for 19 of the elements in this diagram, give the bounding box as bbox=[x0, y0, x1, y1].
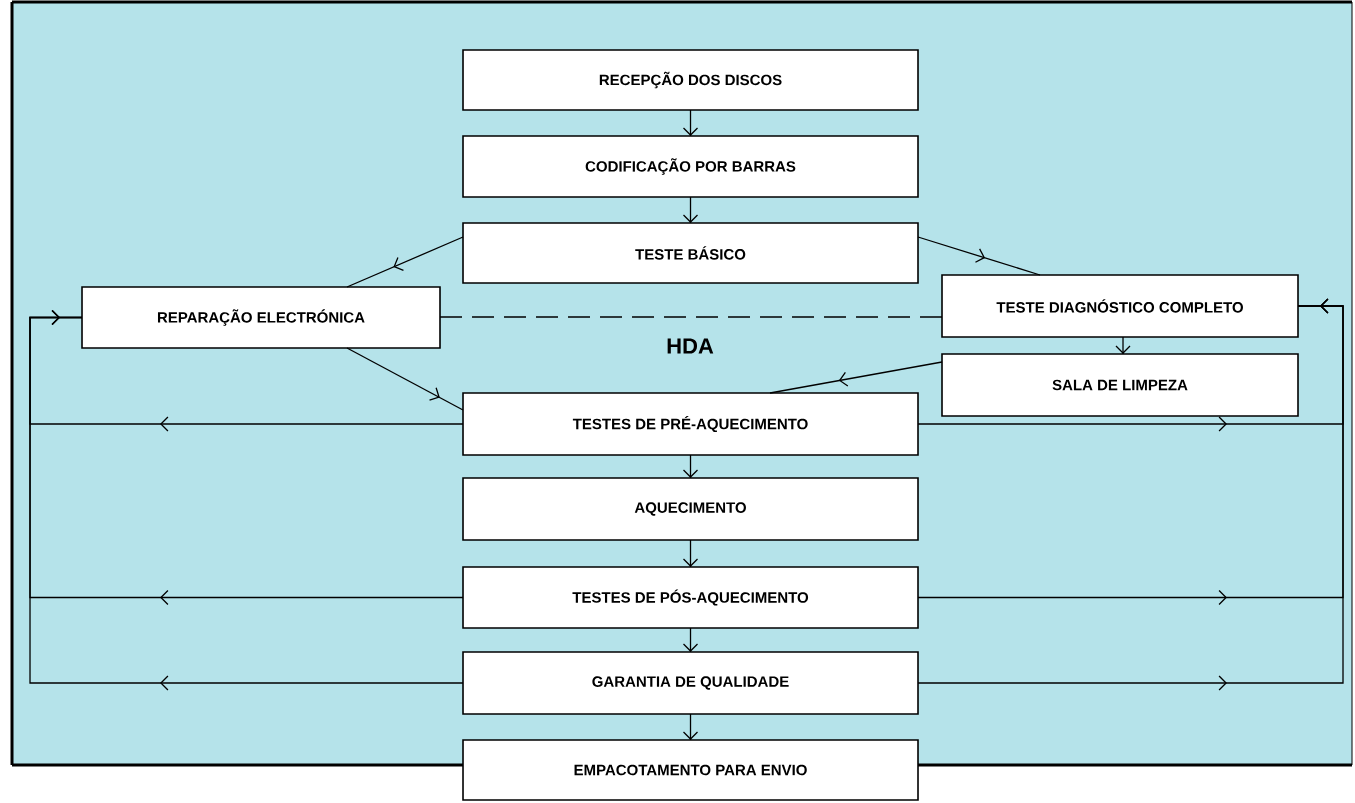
process-box: CODIFICAÇÃO POR BARRAS bbox=[462, 135, 919, 198]
process-box: TESTES DE PRÉ-AQUECIMENTO bbox=[462, 392, 919, 456]
arrow bbox=[682, 454, 699, 479]
process-box: SALA DE LIMPEZA bbox=[941, 353, 1299, 417]
process-box: TESTES DE PÓS-AQUECIMENTO bbox=[462, 566, 919, 629]
process-box: TESTE BÁSICO bbox=[462, 222, 919, 284]
arrow bbox=[682, 539, 699, 568]
diagram-label: HDA bbox=[667, 338, 714, 354]
arrow bbox=[682, 109, 699, 137]
process-box: EMPACOTAMENTO PARA ENVIO bbox=[462, 739, 919, 801]
arrow bbox=[682, 713, 699, 741]
process-box: GARANTIA DE QUALIDADE bbox=[462, 651, 919, 715]
process-box: RECEPÇÃO DOS DISCOS bbox=[462, 49, 919, 111]
process-box: AQUECIMENTO bbox=[462, 477, 919, 541]
process-box: TESTE DIAGNÓSTICO COMPLETO bbox=[941, 274, 1299, 338]
arrow bbox=[1115, 336, 1131, 355]
process-box: REPARAÇÃO ELECTRÓNICA bbox=[81, 286, 441, 349]
arrow bbox=[682, 627, 699, 653]
arrow bbox=[682, 196, 699, 224]
